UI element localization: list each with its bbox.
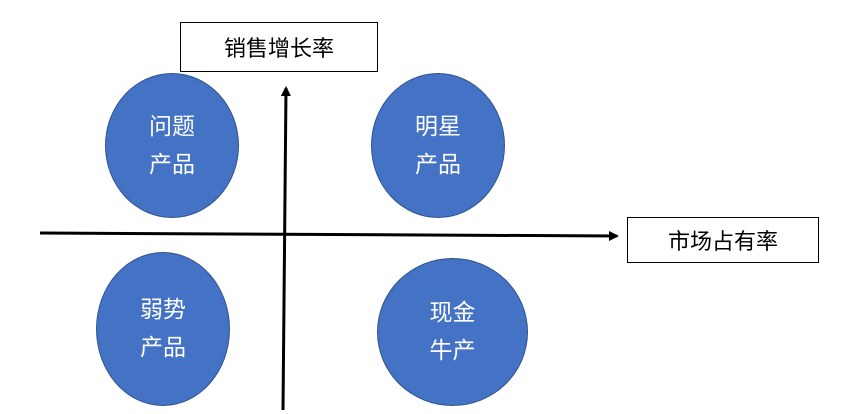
cash-cow-bubble: 现金 牛产: [377, 258, 528, 406]
x-axis-label: 市场占有率: [627, 217, 819, 263]
y-axis-label-text: 销售增长率: [223, 37, 334, 62]
cash-cow-line1: 现金: [429, 300, 476, 326]
y-axis: [280, 86, 291, 411]
weak-product-line1: 弱势: [140, 297, 186, 323]
star-product-line1: 明星: [415, 113, 461, 140]
weak-product-line2: 产品: [140, 335, 186, 361]
star-product-bubble: 明星 产品: [371, 73, 505, 218]
y-axis-label: 销售增长率: [180, 22, 378, 72]
question-product-bubble: 问题 产品: [105, 73, 239, 218]
question-product-line1: 问题: [149, 113, 195, 140]
question-product-line2: 产品: [149, 151, 195, 178]
star-product-line2: 产品: [415, 151, 461, 178]
x-axis: [39, 230, 619, 241]
cash-cow-line2: 牛产: [429, 338, 476, 364]
x-axis-label-text: 市场占有率: [667, 230, 778, 255]
weak-product-bubble: 弱势 产品: [96, 252, 230, 406]
